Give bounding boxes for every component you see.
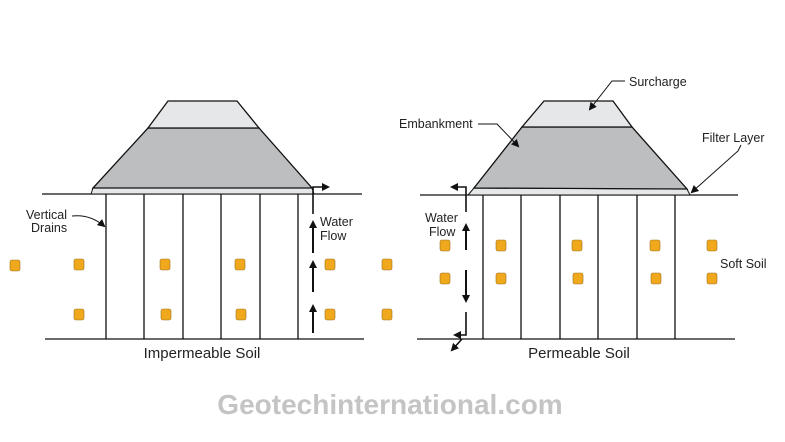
- water-flow-label-2: Flow: [429, 225, 456, 239]
- surcharge: [520, 100, 634, 128]
- water-flow-label: Water: [320, 215, 353, 229]
- embankment: [91, 127, 314, 189]
- right-diagram: Surcharge Embankment Filter Layer Water …: [399, 75, 767, 362]
- left-diagram: Vertical Drains Water Flow Impermeable S…: [9, 100, 393, 362]
- soil-particles: [439, 239, 718, 285]
- permeable-soil-caption: Permeable Soil: [528, 345, 630, 362]
- surcharge: [146, 100, 261, 129]
- filter-layer: [90, 187, 315, 195]
- impermeable-soil-caption: Impermeable Soil: [144, 345, 261, 362]
- drain-pointer: [71, 215, 106, 228]
- embankment: [472, 126, 689, 190]
- soil-particles: [9, 258, 393, 321]
- water-flow-label-2: Flow: [320, 229, 347, 243]
- water-flow-label: Water: [425, 211, 458, 225]
- vertical-drains: [482, 195, 676, 339]
- website-watermark: Geotechinternational.com: [217, 389, 562, 420]
- embankment-label: Embankment: [399, 117, 473, 131]
- filter-layer-label: Filter Layer: [702, 131, 765, 145]
- soft-soil-label: Soft Soil: [720, 257, 767, 271]
- water-flow-arrows: [450, 183, 470, 352]
- vertical-drains: [105, 194, 299, 339]
- surcharge-label: Surcharge: [629, 75, 687, 89]
- vertical-drains-label: Vertical: [26, 208, 67, 222]
- water-flow-arrows: [309, 183, 330, 333]
- vertical-drains-label-2: Drains: [31, 221, 67, 235]
- label-pointers: [478, 80, 742, 194]
